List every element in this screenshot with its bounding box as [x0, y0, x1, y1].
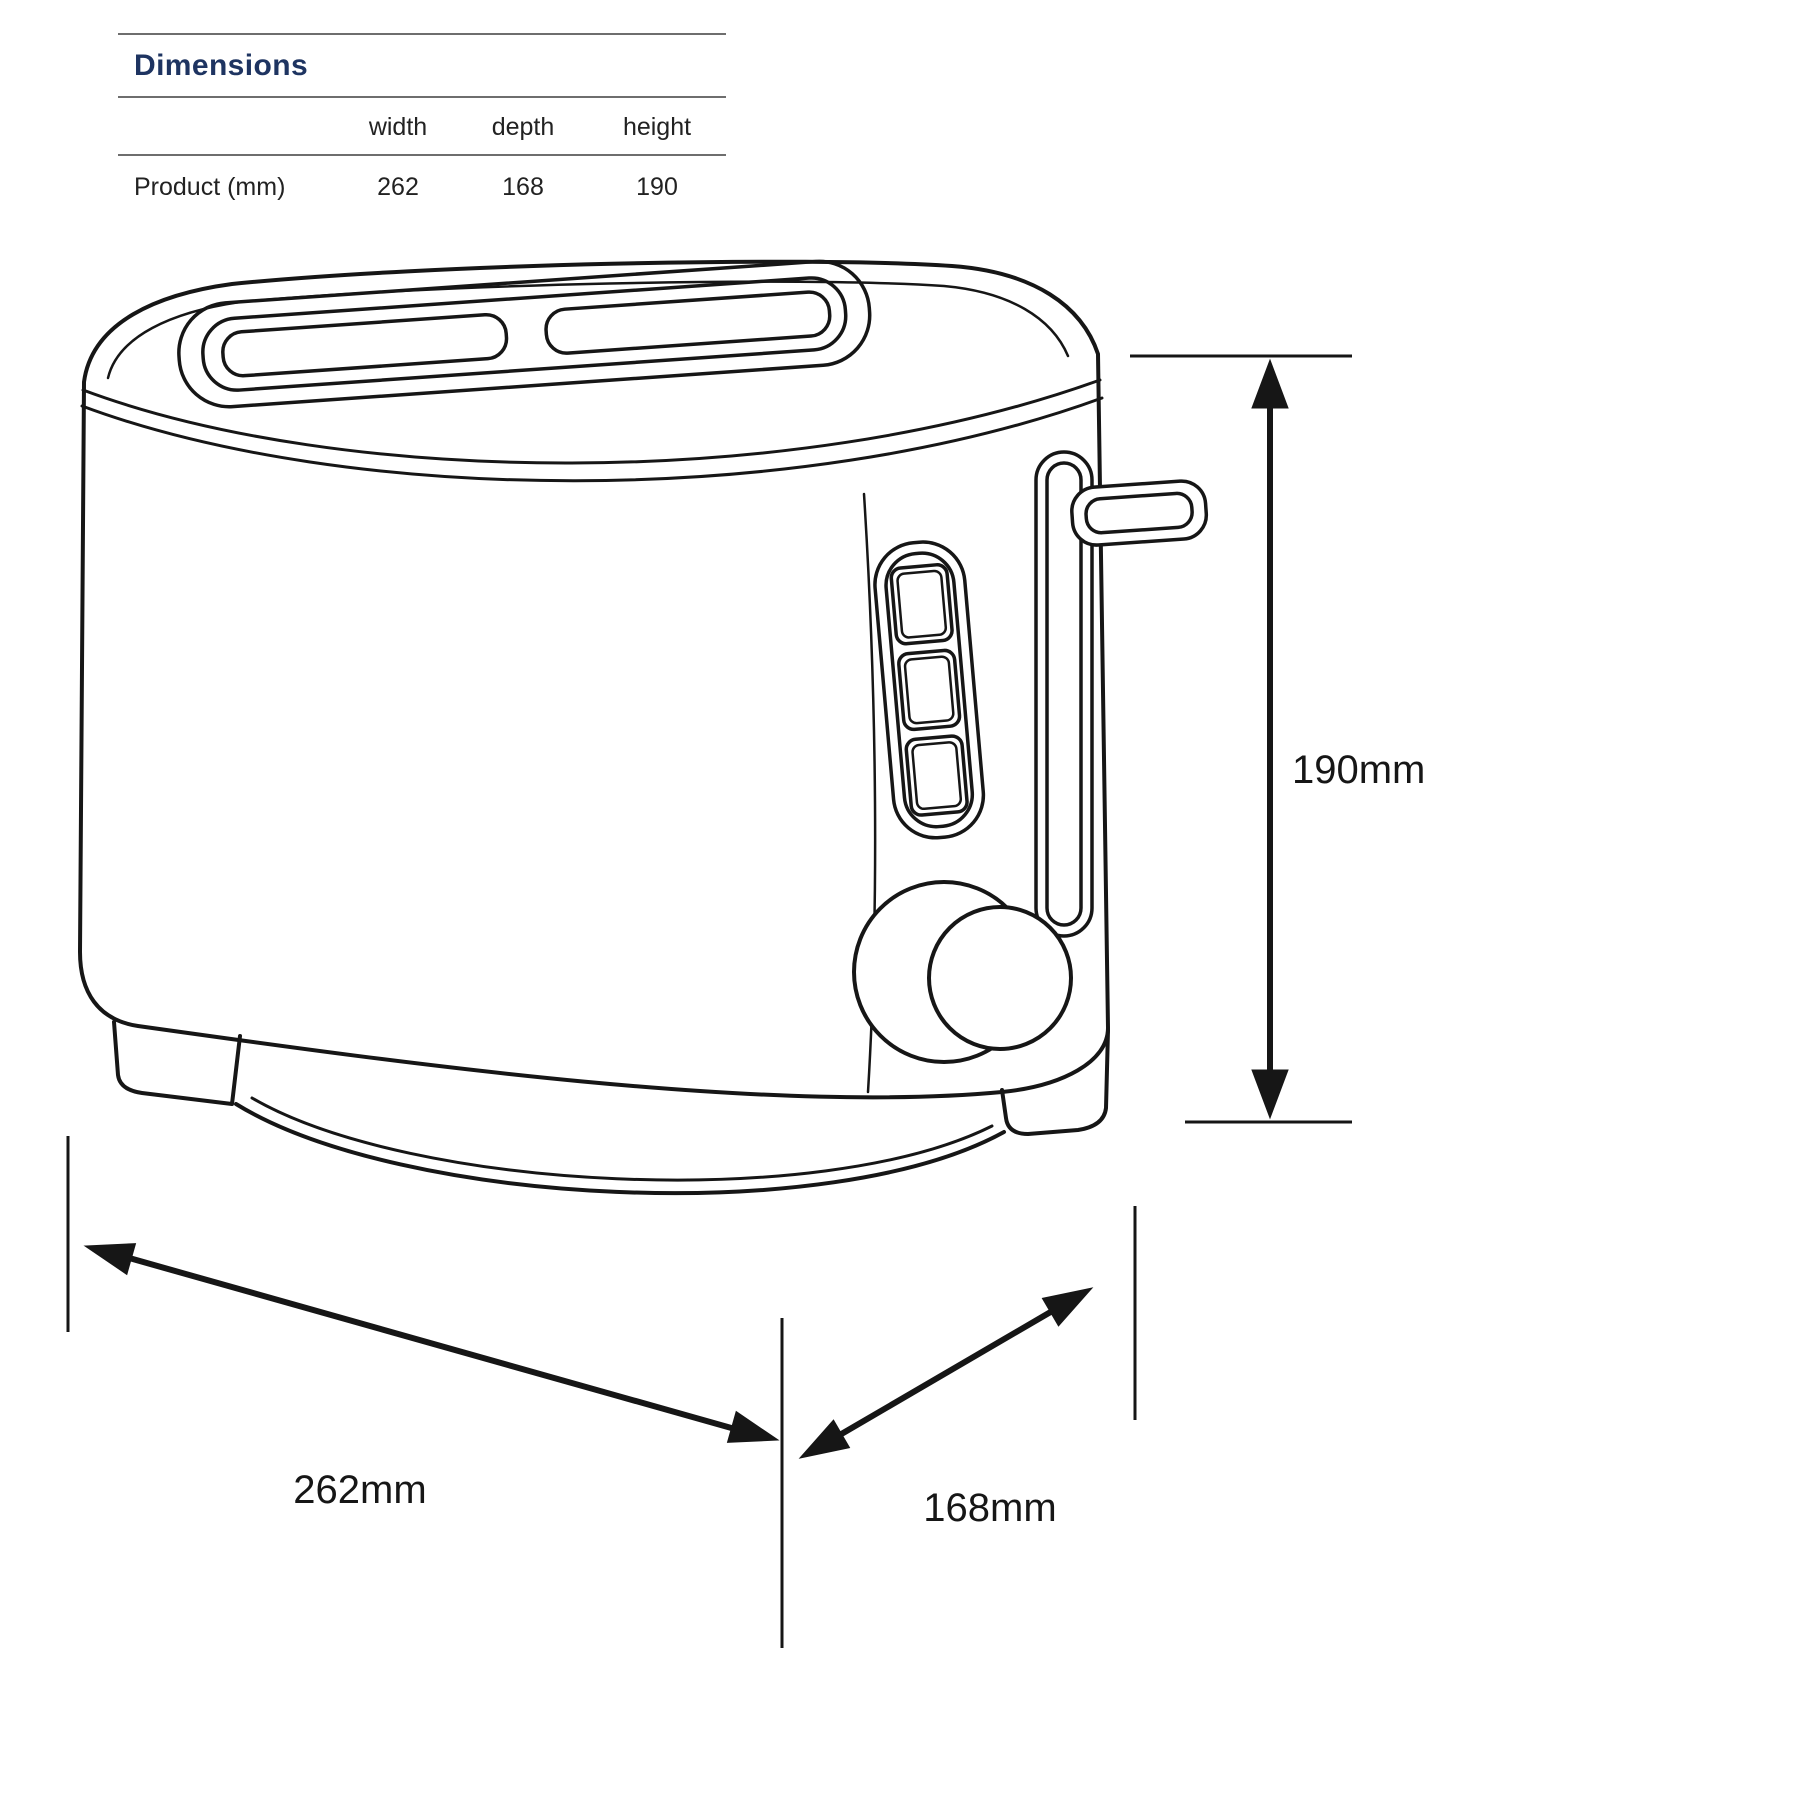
right-foot — [1000, 1028, 1110, 1136]
table-header-row: width depth height — [118, 98, 726, 156]
height-dimension-label: 190mm — [1292, 748, 1426, 792]
lever-handle — [1070, 479, 1209, 547]
depth-dimension — [798, 1206, 1137, 1459]
browning-dial — [852, 880, 1073, 1064]
table-row: Product (mm) 262 168 190 — [118, 156, 726, 219]
bread-slot-opening — [177, 259, 872, 409]
value-depth: 168 — [502, 173, 544, 201]
button-panel — [873, 540, 986, 840]
arrowhead-down-left — [798, 1419, 851, 1459]
arrowhead-left — [83, 1243, 137, 1276]
arrowhead-down — [1251, 1069, 1289, 1120]
width-dimension — [66, 1136, 784, 1648]
height-dimension — [1130, 354, 1352, 1124]
lever-slot — [1034, 450, 1094, 938]
left-foot — [112, 1020, 242, 1106]
width-dimension-label: 262mm — [293, 1468, 427, 1512]
table-header-width: width — [368, 113, 428, 141]
arrowhead-up-right — [1041, 1287, 1094, 1327]
base-skirt-outer — [234, 1102, 1006, 1196]
base-skirt-inner — [250, 1096, 994, 1182]
lid-seam-lower — [80, 396, 1104, 483]
value-width: 262 — [377, 173, 419, 201]
arrowhead-right — [726, 1410, 780, 1443]
dimensions-table: Dimensions width depth height Product (m… — [118, 33, 726, 219]
toaster-body-outline — [78, 259, 1110, 1100]
row-label-product: Product (mm) — [134, 173, 286, 201]
table-header-height: height — [622, 113, 692, 141]
lid-seam-upper — [81, 378, 1102, 465]
top-face-inner-rim — [106, 280, 1070, 380]
depth-dimension-label: 168mm — [923, 1486, 1057, 1530]
value-height: 190 — [636, 173, 678, 201]
table-title: Dimensions — [118, 33, 726, 98]
toaster-drawing — [78, 259, 1209, 1196]
arrowhead-up — [1251, 358, 1289, 409]
table-header-depth: depth — [491, 113, 555, 141]
